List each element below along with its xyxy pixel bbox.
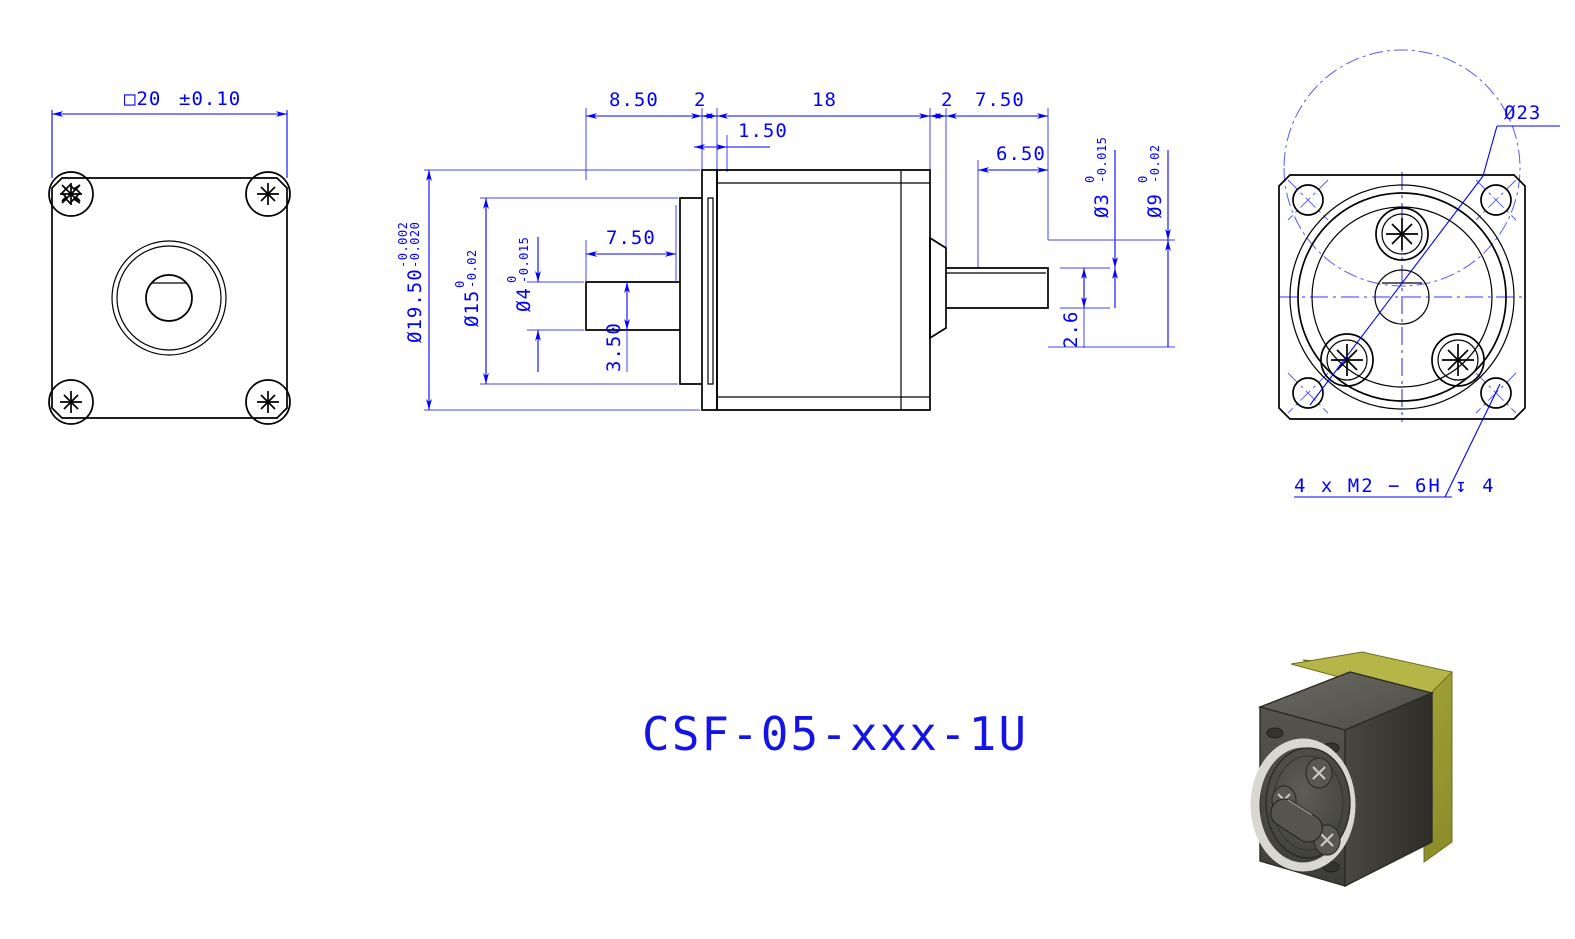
dim-label-dia-23: Ø23 xyxy=(1504,102,1541,124)
dim-label-dia-9: Ø9 xyxy=(1144,193,1166,218)
dim-tol-lower-19-50: -0.020 xyxy=(408,222,422,268)
rear-screw-bottom-left xyxy=(1320,333,1374,387)
dim-label-square-20: □20 xyxy=(124,88,161,110)
front-body-outline xyxy=(51,177,288,419)
dim-square-20: □20 ±0.10 xyxy=(51,88,288,178)
iso-screw-top xyxy=(1305,757,1333,789)
dim-tol-upper-3: 0 xyxy=(1083,175,1097,183)
dim-label-18: 18 xyxy=(812,89,837,111)
dim-label-7-50-left: 7.50 xyxy=(606,227,656,249)
dim-tol-upper-4: 0 xyxy=(505,275,519,283)
dim-label-dia-15: Ø15 xyxy=(461,290,483,327)
iso-bearing-ring xyxy=(1250,738,1356,872)
dim-1-50: 1.50 xyxy=(694,120,788,172)
section-body-main xyxy=(716,169,931,411)
section-output-flange xyxy=(929,236,947,340)
dim-label-8-50: 8.50 xyxy=(609,89,659,111)
dim-tol-square-20: ±0.10 xyxy=(179,88,241,110)
rear-hole-bottom-left xyxy=(1292,377,1324,409)
dim-tol-lower-3: -0.015 xyxy=(1095,137,1109,183)
thread-callout: 4 x M2 − 6H ↧ 4 xyxy=(1294,383,1501,498)
dim-label-1-50: 1.50 xyxy=(738,120,788,142)
rear-screw-bottom-right xyxy=(1431,333,1485,387)
front-screw-top-right xyxy=(245,171,291,217)
front-bore xyxy=(145,274,193,322)
section-shaft-4 xyxy=(585,281,680,331)
rear-hole-top-left xyxy=(1292,184,1324,216)
front-boss-inner xyxy=(116,245,222,351)
section-flange-outer xyxy=(701,169,718,411)
dim-2-6: 2.6 xyxy=(1060,267,1110,348)
dim-label-dia-4: Ø4 xyxy=(513,287,535,312)
dim-label-6-50: 6.50 xyxy=(996,143,1046,165)
dim-7-50-left: 7.50 xyxy=(585,205,677,282)
front-screw-top-left xyxy=(48,171,94,217)
dim-label-2-right: 2 xyxy=(941,89,953,111)
dim-tol-upper-15: 0 xyxy=(453,280,467,288)
dim-dia-15: Ø15 0 -0.02 xyxy=(453,197,678,385)
rear-center-bore xyxy=(1374,269,1430,325)
dim-dia-9: Ø9 0 -0.02 xyxy=(1048,144,1175,348)
front-view: □20 ±0.10 xyxy=(48,88,291,425)
rear-body-outline xyxy=(1278,174,1526,420)
dim-label-dia-19-50: Ø19.50 xyxy=(404,268,426,343)
dim-dia-4: Ø4 0 -0.015 xyxy=(505,237,584,372)
dim-label-2-left: 2 xyxy=(694,89,706,111)
front-screw-bottom-right xyxy=(245,379,291,425)
section-output-shaft-9 xyxy=(946,267,1049,309)
cross-section-view: 8.50 2 18 2 7.50 1.50 6.50 xyxy=(396,89,1175,411)
dim-label-dia-3: Ø3 xyxy=(1091,193,1113,218)
dim-3-50: 3.50 xyxy=(603,282,630,372)
rear-ring-outer xyxy=(1289,184,1515,410)
rear-screw-top xyxy=(1375,207,1429,261)
isometric-render xyxy=(1250,651,1453,888)
rear-hole-top-right xyxy=(1480,184,1512,216)
dim-label-2-6: 2.6 xyxy=(1060,311,1082,348)
front-screw-bottom-left xyxy=(48,379,94,425)
dim-tol-upper-9: 0 xyxy=(1136,175,1150,183)
leader-dia-23: Ø23 xyxy=(1309,102,1560,406)
section-hub-15 xyxy=(679,197,702,385)
dim-chain-top: 8.50 2 18 2 7.50 xyxy=(585,89,1049,255)
iso-corner-hole-br xyxy=(1322,861,1340,873)
section-flange-inner-rib xyxy=(707,197,714,385)
dim-tol-lower-9: -0.02 xyxy=(1148,144,1162,183)
dim-label-3-50: 3.50 xyxy=(603,322,625,372)
dim-label-7-50-right: 7.50 xyxy=(975,89,1025,111)
drawing-title: CSF-05-xxx-1U xyxy=(642,707,1028,761)
thread-callout-label: 4 x M2 − 6H ↧ 4 xyxy=(1294,475,1496,497)
iso-output-shaft xyxy=(1270,798,1323,843)
rear-view: Ø23 4 x M2 − 6H ↧ 4 xyxy=(1278,49,1560,498)
rear-ring-mid xyxy=(1297,192,1507,402)
dim-tol-lower-4: -0.015 xyxy=(517,237,531,283)
iso-corner-hole-tl xyxy=(1266,727,1284,739)
dim-dia-3: Ø3 0 -0.015 xyxy=(1083,137,1118,308)
rear-hole-bottom-right xyxy=(1480,377,1512,409)
rear-ring-inner xyxy=(1311,206,1493,388)
dim-6-50: 6.50 xyxy=(977,143,1048,268)
dim-dia-19-50: Ø19.50 -0.002 -0.020 xyxy=(396,169,700,411)
dim-tol-upper-19-50: -0.002 xyxy=(396,222,410,268)
front-boss-outer xyxy=(111,240,227,356)
dim-tol-lower-15: -0.02 xyxy=(465,249,479,288)
